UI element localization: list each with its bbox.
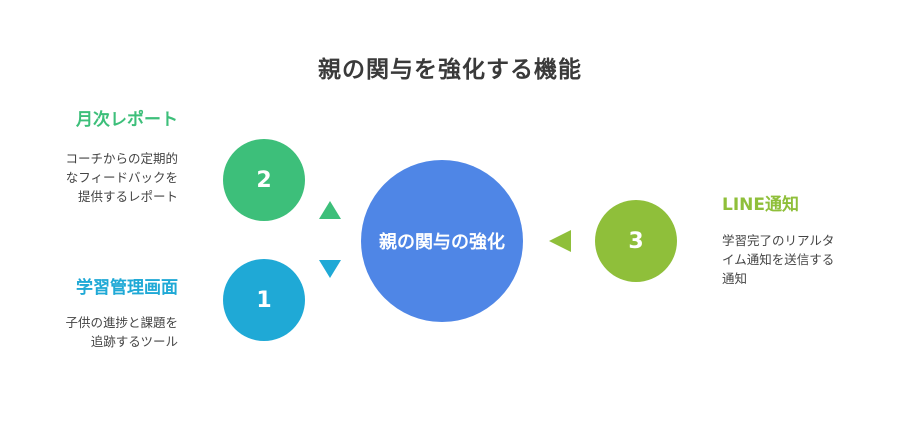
desc-line: 通知 bbox=[722, 271, 748, 286]
label-desc-learning-dashboard: 子供の進捗と課題を 追跡するツール bbox=[65, 313, 178, 351]
desc-line: 提供するレポート bbox=[77, 189, 178, 204]
desc-line: イム通知を送信する bbox=[722, 252, 835, 267]
desc-line: コーチからの定期的 bbox=[65, 151, 178, 166]
number-circle-3: 3 bbox=[595, 200, 677, 282]
arrow-left-icon bbox=[549, 230, 571, 252]
label-title-line-notification: LINE通知 bbox=[722, 195, 799, 215]
desc-line: 学習完了のリアルタ bbox=[722, 233, 835, 248]
diagram-title: 親の関与を強化する機能 bbox=[318, 57, 582, 83]
number-circle-2: 2 bbox=[223, 139, 305, 221]
arrow-up-icon bbox=[319, 201, 341, 219]
label-title-learning-dashboard: 学習管理画面 bbox=[76, 278, 178, 298]
label-desc-line-notification: 学習完了のリアルタ イム通知を送信する 通知 bbox=[722, 231, 834, 288]
desc-line: なフィードバックを bbox=[65, 170, 178, 185]
desc-line: 追跡するツール bbox=[90, 334, 178, 349]
label-desc-monthly-report: コーチからの定期的 なフィードバックを 提供するレポート bbox=[65, 149, 178, 206]
label-title-monthly-report: 月次レポート bbox=[76, 110, 178, 130]
center-circle: 親の関与の強化 bbox=[361, 160, 523, 322]
arrow-down-icon bbox=[319, 260, 341, 278]
desc-line: 子供の進捗と課題を bbox=[65, 315, 178, 330]
number-circle-1: 1 bbox=[223, 259, 305, 341]
